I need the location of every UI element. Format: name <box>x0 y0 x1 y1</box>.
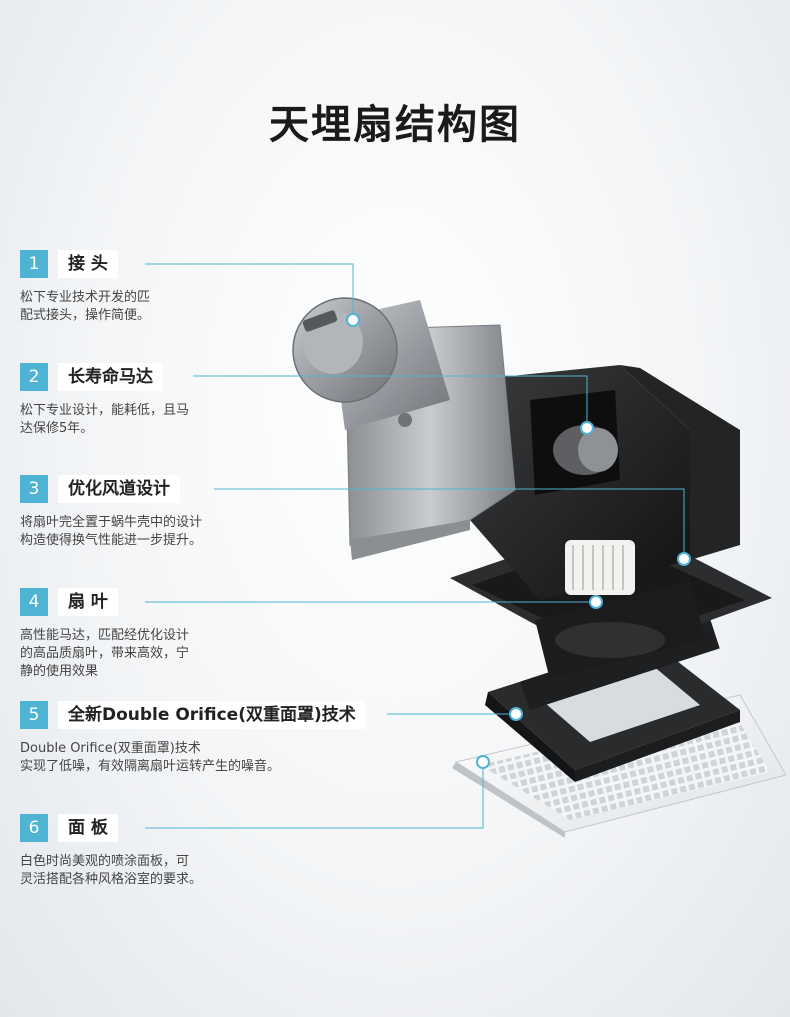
feature-title: 全新Double Orifice(双重面罩)技术 <box>58 701 366 729</box>
feature-fan-blade: 4 扇 叶 高性能马达，匹配经优化设计 的高品质扇叶，带来高效，宁 静的使用效果 <box>20 588 380 681</box>
feature-title: 长寿命马达 <box>58 363 163 391</box>
feature-number-badge: 4 <box>20 588 48 616</box>
feature-title: 优化风道设计 <box>58 475 180 503</box>
feature-number-badge: 5 <box>20 701 48 729</box>
feature-motor: 2 长寿命马达 松下专业设计，能耗低，且马 达保修5年。 <box>20 363 380 438</box>
page-title: 天埋扇结构图 <box>269 102 521 148</box>
feature-double-orifice: 5 全新Double Orifice(双重面罩)技术 Double Orific… <box>20 701 380 776</box>
feature-number-badge: 3 <box>20 475 48 503</box>
feature-description: Double Orifice(双重面罩)技术 实现了低噪，有效隔离扇叶运转产生的… <box>20 741 281 774</box>
callout-dot-5 <box>509 707 523 721</box>
feature-number-badge: 1 <box>20 250 48 278</box>
feature-description: 松下专业技术开发的匹 配式接头，操作简便。 <box>20 290 151 323</box>
feature-title: 接 头 <box>58 250 118 278</box>
feature-panel: 6 面 板 白色时尚美观的喷涂面板，可 灵活搭配各种风格浴室的要求。 <box>20 814 380 889</box>
feature-description: 高性能马达，匹配经优化设计 的高品质扇叶，带来高效，宁 静的使用效果 <box>20 628 190 679</box>
panel-illustration <box>452 694 787 838</box>
callout-dot-2 <box>580 421 594 435</box>
callout-dot-6 <box>476 755 490 769</box>
feature-description: 白色时尚美观的喷涂面板，可 灵活搭配各种风格浴室的要求。 <box>20 854 203 887</box>
feature-airflow-design: 3 优化风道设计 将扇叶完全置于蜗牛壳中的设计 构造使得换气性能进一步提升。 <box>20 475 380 550</box>
feature-title: 扇 叶 <box>58 588 118 616</box>
housing-illustration <box>450 365 772 679</box>
callout-dot-3 <box>677 552 691 566</box>
feature-description: 松下专业设计，能耗低，且马 达保修5年。 <box>20 403 190 436</box>
feature-adapter: 1 接 头 松下专业技术开发的匹 配式接头，操作简便。 <box>20 250 380 325</box>
orifice-frame-illustration <box>485 619 740 782</box>
feature-description: 将扇叶完全置于蜗牛壳中的设计 构造使得换气性能进一步提升。 <box>20 515 203 548</box>
feature-title: 面 板 <box>58 814 118 842</box>
feature-number-badge: 2 <box>20 363 48 391</box>
feature-number-badge: 6 <box>20 814 48 842</box>
callout-dot-4 <box>589 595 603 609</box>
